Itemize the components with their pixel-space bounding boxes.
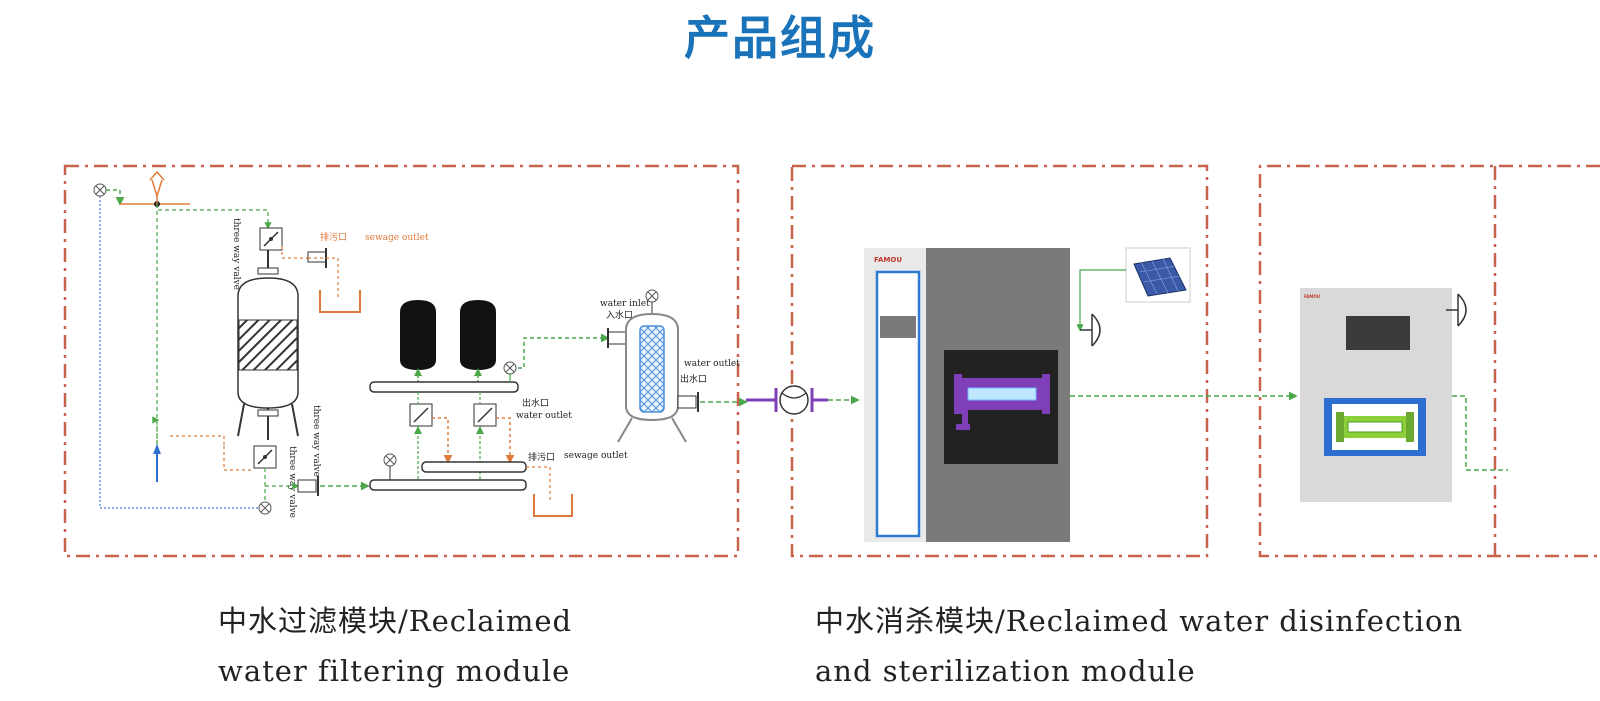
valve-icon (503, 361, 517, 375)
three-way-valve-left (409, 403, 433, 427)
sewage-outlet-label-cn-mid: 排污口 (528, 451, 555, 463)
three-way-valve-top (259, 227, 283, 251)
third-module-border (1258, 164, 1600, 558)
three-way-valve-label-bottom: three way valve (287, 446, 297, 518)
bypass-blue-line (99, 196, 262, 509)
water-outlet-label-en-right: water outlet (684, 359, 740, 369)
sewage-outlet-label-en-top: sewage outlet (365, 233, 429, 243)
flow-meter-icon (779, 385, 809, 415)
valve-icon (93, 183, 107, 197)
solar-panel (1125, 247, 1191, 303)
inlet-header-pipe (369, 479, 527, 491)
brand-logo: FAMOU (1304, 294, 1320, 299)
water-outlet-label-cn-mid: 出水口 (522, 397, 549, 409)
dosing-control-cabinet: FAMOU (1300, 288, 1452, 502)
water-inlet-label-en: water inlet (600, 299, 650, 309)
activated-carbon-tank-2 (460, 300, 496, 382)
sewage-outlet-label-en-mid: sewage outlet (564, 451, 628, 461)
three-way-valve-right (473, 403, 497, 427)
pressure-relief-icon (149, 170, 165, 204)
brand-logo: FAMOU (874, 256, 902, 264)
sand-filter-tank (237, 277, 299, 440)
three-way-valve-label-mid: three way valve (311, 405, 321, 477)
page-title: 产品组成 (684, 11, 876, 65)
sewage-header-pipe (421, 461, 527, 473)
sensor-icon (1446, 293, 1467, 327)
sewage-drain-top (319, 290, 361, 313)
uv-sterilizer-lamp (954, 374, 1050, 430)
precision-filter (617, 312, 687, 443)
water-outlet-label-en-mid: water outlet (516, 411, 572, 421)
sewage-outlet-label-cn-top: 排污口 (320, 231, 347, 243)
valve-icon (383, 453, 397, 467)
disinfection-module-caption: 中水消杀模块/Reclaimed water disinfection and … (815, 604, 1464, 688)
outlet-header-pipe (369, 381, 519, 393)
filter-module-border (63, 164, 740, 558)
three-way-valve-bottom (253, 445, 277, 469)
disinfection-module-border (790, 164, 1209, 558)
water-outlet-label-cn-right: 出水口 (680, 373, 707, 385)
valve-icon (645, 289, 659, 303)
valve-icon (258, 501, 272, 515)
sensor-icon (1080, 313, 1101, 347)
sewage-drain-mid (533, 494, 573, 517)
filter-module-caption: 中水过滤模块/Reclaimed water filtering module (218, 604, 573, 688)
water-inlet-label-cn: 入水口 (606, 309, 633, 321)
three-way-valve-label-top: three way valve (231, 218, 241, 290)
activated-carbon-tank-1 (400, 300, 436, 382)
